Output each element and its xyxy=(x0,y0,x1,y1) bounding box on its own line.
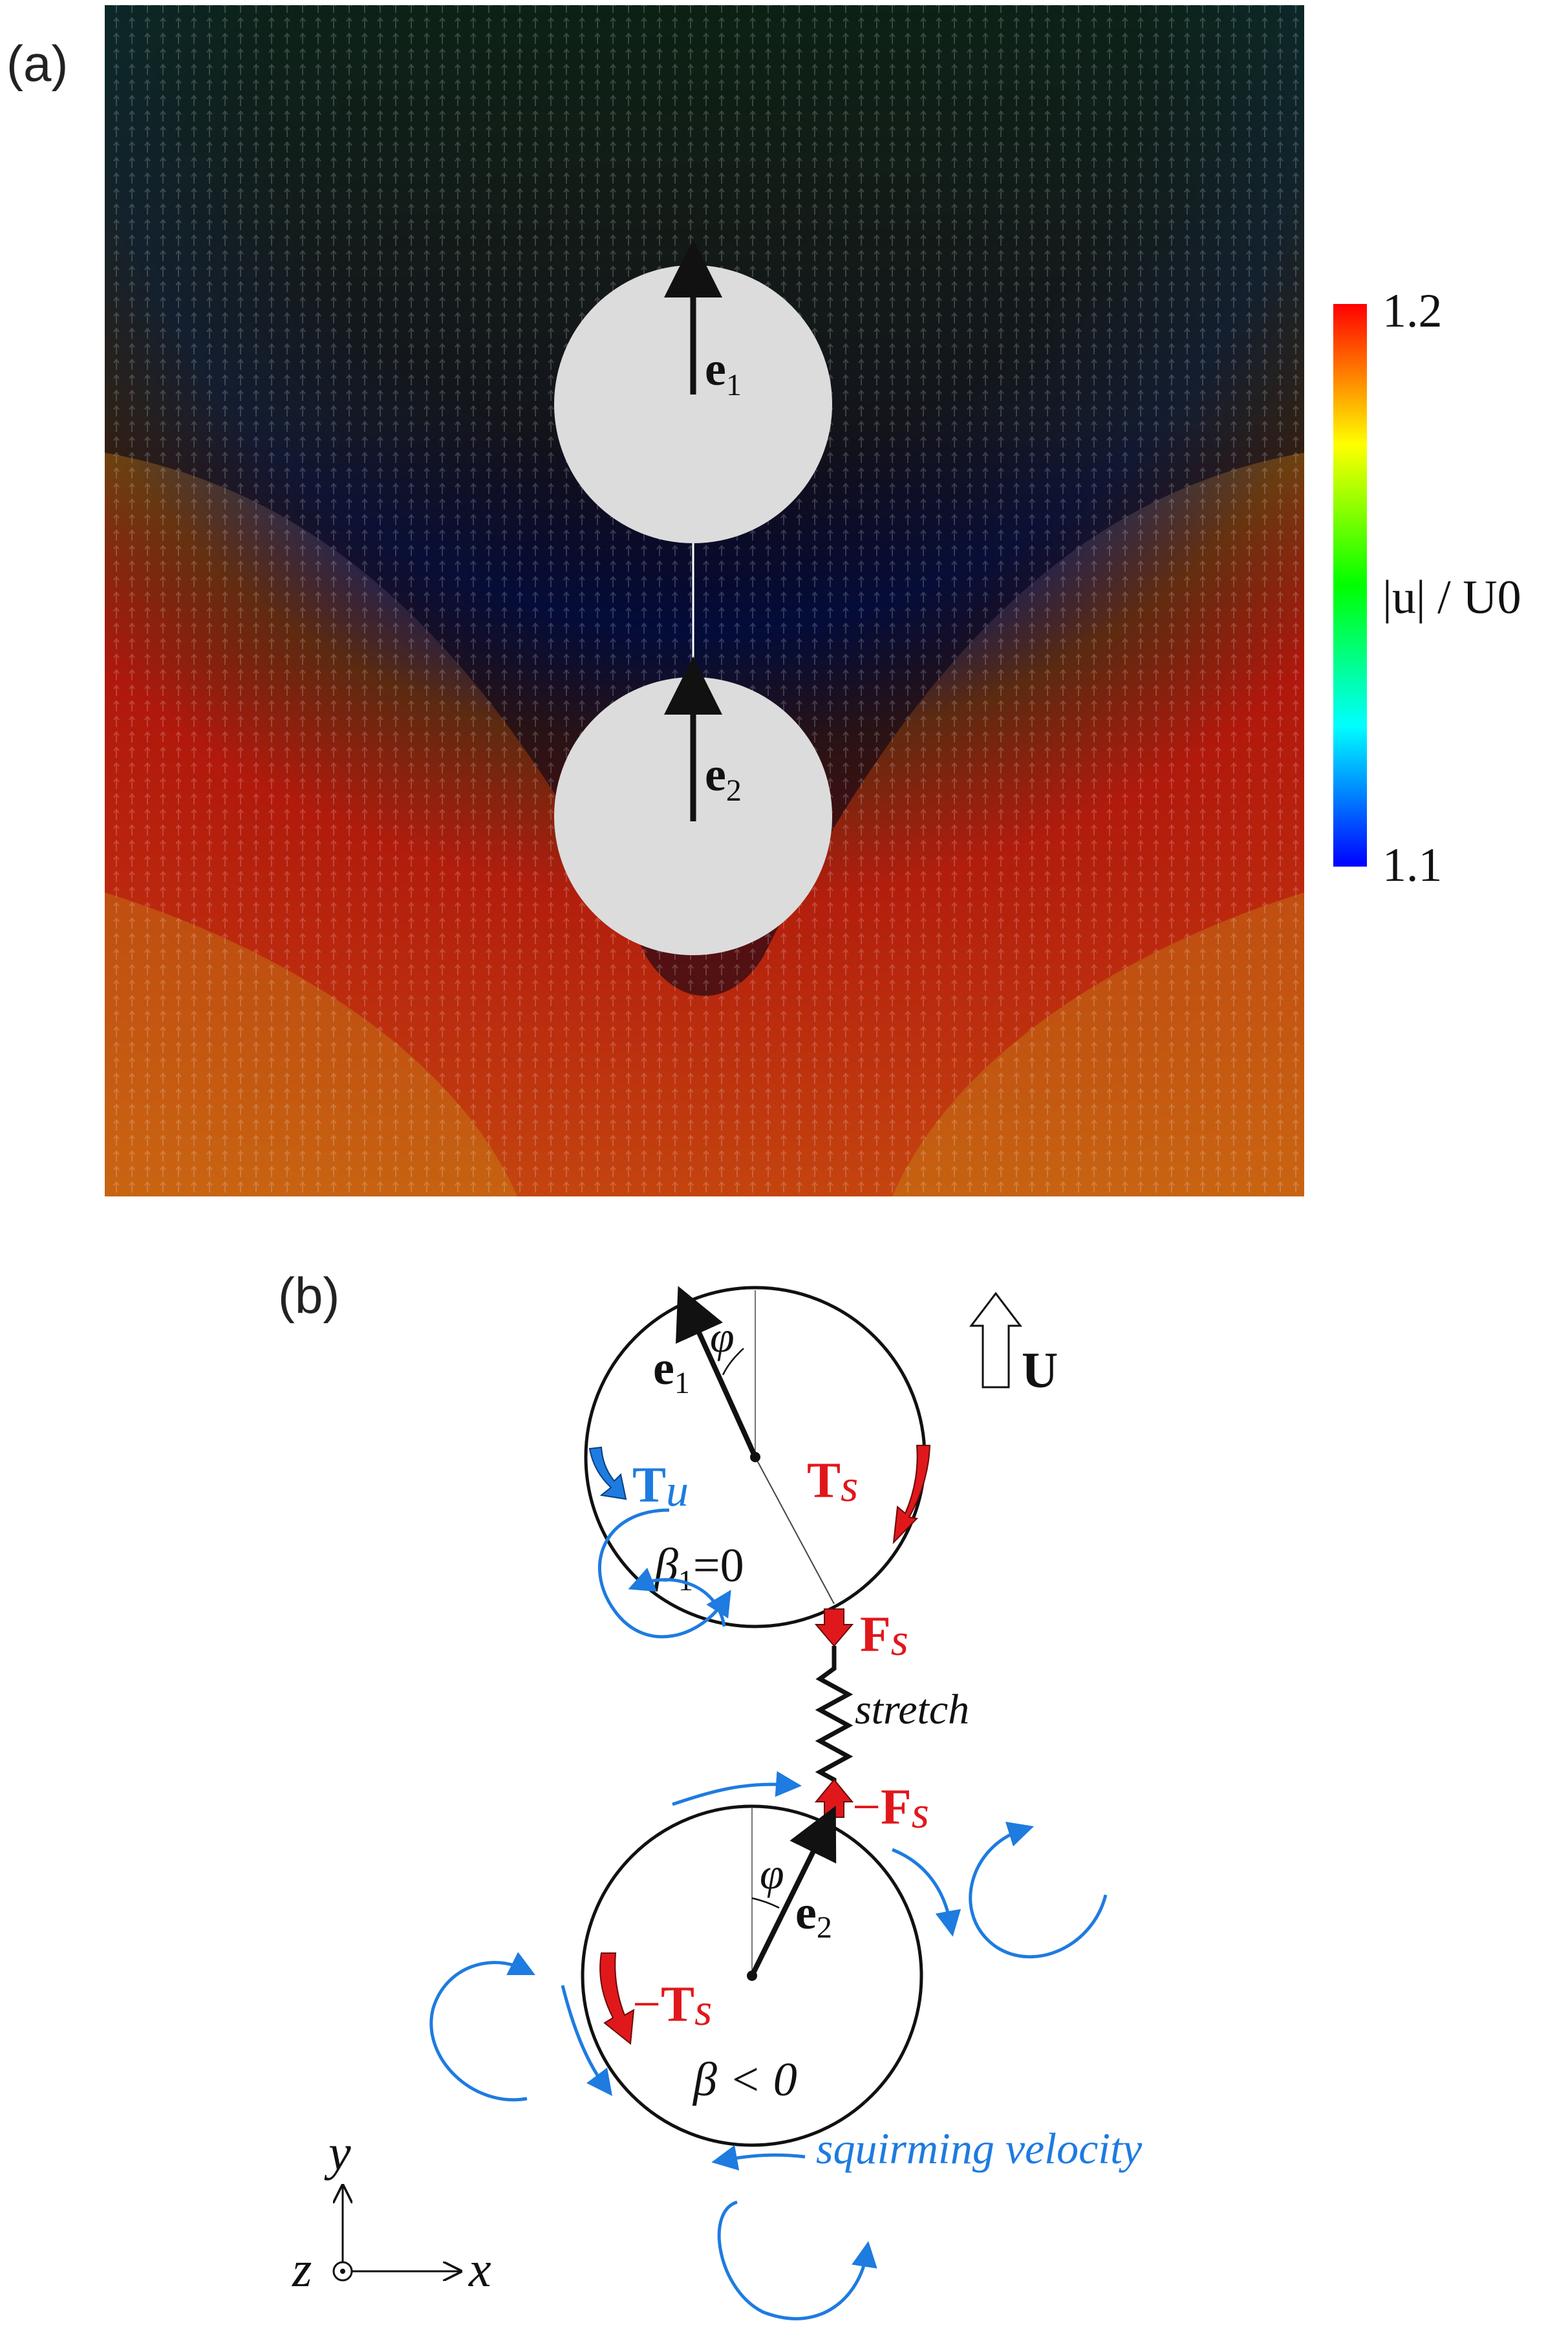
colorbar-quantity-label: |u| / U0 xyxy=(1382,571,1521,624)
e2-arrow-b xyxy=(749,1806,837,1977)
colorbar-gradient xyxy=(1333,304,1367,867)
flow-arc-neck xyxy=(672,1771,802,1806)
squirming-velocity-label: squirming velocity xyxy=(816,2124,1143,2173)
coordinate-axes: y x z xyxy=(292,2124,491,2297)
flow-arc-right xyxy=(892,1848,961,1937)
squirming-flow-arrows xyxy=(429,1508,1108,2320)
velocity-U-arrow xyxy=(969,1291,1023,1389)
panel-a-label: (a) xyxy=(6,35,68,92)
z-axis-label: z xyxy=(292,2241,312,2297)
flow-swirl-top-left xyxy=(597,1508,731,1639)
y-axis-label: y xyxy=(324,2124,351,2181)
flow-swirl-left xyxy=(429,1952,535,2102)
velocity-U-label: U xyxy=(1022,1342,1058,1398)
colorbar-max-label: 1.2 xyxy=(1382,285,1443,338)
minus-Fs-force-arrow xyxy=(814,1778,854,1818)
colorbar: 1.2 1.1 |u| / U0 xyxy=(1333,285,1521,892)
Ts-torque-arrow xyxy=(892,1445,931,1544)
Tu-label: Tu xyxy=(632,1456,689,1516)
minus-Fs-label: −Fs xyxy=(852,1778,929,1838)
phi-top-label: φ xyxy=(710,1312,735,1361)
minus-Ts-torque-arrow xyxy=(599,1952,635,2045)
Tu-torque-arrow xyxy=(588,1446,627,1500)
e1-label-a: e1 xyxy=(705,343,742,402)
x-axis-label: x xyxy=(468,2241,491,2297)
flow-arc-left xyxy=(561,1985,612,2097)
velocity-vector-arrows xyxy=(105,5,1304,1196)
flow-arc-bottom xyxy=(711,2145,806,2171)
minus-Ts-label: −Ts xyxy=(632,1976,712,2035)
e2-label-a: e2 xyxy=(705,748,742,808)
beta-label: β < 0 xyxy=(692,2053,797,2106)
e2-label-b: e2 xyxy=(795,1886,832,1945)
tether-spring xyxy=(815,1646,854,1785)
Fs-label: Fs xyxy=(860,1606,908,1665)
phi-bottom-label: φ xyxy=(760,1849,784,1898)
Fs-force-arrow xyxy=(814,1608,854,1647)
flow-swirl-right xyxy=(969,1821,1108,1959)
phi-arc-bottom xyxy=(751,1897,780,1909)
flow-field-panel: e1 e2 xyxy=(105,5,1304,1196)
beta1-label: β1=0 xyxy=(653,1539,744,1597)
e1-label-b: e1 xyxy=(653,1342,690,1400)
swimmer-bottom-circle xyxy=(581,1804,923,2147)
sphere-top xyxy=(554,265,832,543)
schematic-panel: φ e1 U Tu Ts β1=0 Fs stretch −Fs φ e2 −T… xyxy=(292,1286,1143,2320)
phi-arc-top xyxy=(722,1348,744,1376)
e1-arrow-b xyxy=(676,1286,758,1458)
top-tether-line xyxy=(755,1456,835,1605)
flow-arc-upper-left xyxy=(628,1568,726,1627)
z-axis-dot xyxy=(340,2269,345,2274)
panel-b-label: (b) xyxy=(278,1267,339,1324)
Ts-label: Ts xyxy=(807,1452,858,1511)
colorbar-min-label: 1.1 xyxy=(1382,839,1443,892)
flow-swirl-bottom xyxy=(717,2200,877,2320)
stretch-label: stretch xyxy=(855,1686,969,1733)
